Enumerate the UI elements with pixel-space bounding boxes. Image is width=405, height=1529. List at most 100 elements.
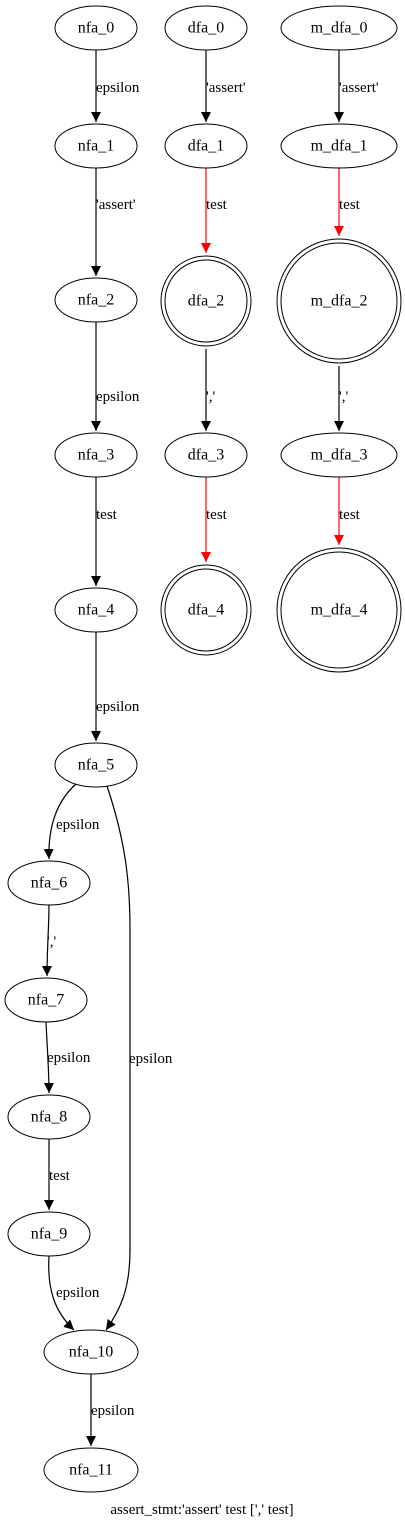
state-node-nfa-7: nfa_7: [4, 977, 88, 1023]
state-label: nfa_11: [69, 1462, 113, 1479]
state-label: nfa_5: [78, 757, 114, 774]
state-ellipse: [280, 5, 398, 51]
state-node-dfa-3: dfa_3: [164, 432, 248, 478]
state-node-dfa-2: dfa_2: [160, 255, 252, 347]
state-label: m_dfa_3: [311, 447, 368, 464]
state-ellipse: [43, 1329, 139, 1375]
state-node-nfa-9: nfa_9: [7, 1211, 91, 1257]
edge-nfa-6-to-nfa-7: [42, 904, 53, 977]
state-node-nfa-6: nfa_6: [7, 860, 91, 906]
state-node-nfa-5: nfa_5: [54, 742, 138, 788]
edge-nfa-5-to-nfa-10: [105, 785, 131, 1331]
state-ellipse: [276, 547, 402, 673]
state-node-m-dfa-4: m_dfa_4: [276, 547, 402, 673]
edges-layer: epsilon 'assert' epsilon test epsilon epsilon…: [42, 50, 379, 1446]
state-label: dfa_0: [188, 20, 224, 37]
edge-label: ',': [47, 934, 56, 950]
state-ellipse: [54, 432, 138, 478]
edge-label: epsilon: [96, 699, 140, 715]
edge-label: ',': [206, 389, 215, 405]
state-node-nfa-3: nfa_3: [54, 432, 138, 478]
state-label: dfa_1: [188, 138, 224, 155]
state-ellipse: [280, 432, 398, 478]
state-label: nfa_1: [78, 138, 114, 155]
state-label: nfa_2: [78, 292, 114, 309]
state-label: m_dfa_4: [311, 602, 368, 619]
accept-state-ring: [280, 242, 398, 360]
state-label: nfa_10: [69, 1344, 113, 1361]
edge-label: test: [339, 197, 361, 213]
state-node-dfa-4: dfa_4: [160, 564, 252, 656]
state-node-dfa-0: dfa_0: [164, 5, 248, 51]
state-label: dfa_4: [188, 602, 224, 619]
state-ellipse: [54, 277, 138, 323]
edge-label: 'assert': [206, 80, 246, 96]
state-ellipse: [276, 238, 402, 364]
edge-label: test: [49, 1168, 71, 1184]
state-ellipse: [280, 123, 398, 169]
state-node-m-dfa-3: m_dfa_3: [280, 432, 398, 478]
edge-label: 'assert': [339, 80, 379, 96]
state-ellipse: [164, 432, 248, 478]
state-node-nfa-11: nfa_11: [43, 1447, 139, 1493]
accept-state-ring: [164, 568, 248, 652]
edge-label: ',': [339, 389, 348, 405]
accept-state-ring: [164, 259, 248, 343]
state-label: m_dfa_0: [311, 20, 368, 37]
edge-label: test: [206, 507, 228, 523]
edge-label: test: [206, 197, 228, 213]
state-ellipse: [4, 977, 88, 1023]
state-node-m-dfa-1: m_dfa_1: [280, 123, 398, 169]
state-ellipse: [164, 123, 248, 169]
edge-label: 'assert': [96, 197, 136, 213]
state-ellipse: [160, 564, 252, 656]
state-label: dfa_3: [188, 447, 224, 464]
state-ellipse: [54, 5, 138, 51]
state-node-nfa-10: nfa_10: [43, 1329, 139, 1375]
state-ellipse: [164, 5, 248, 51]
state-label: nfa_4: [78, 602, 114, 619]
state-label: dfa_2: [188, 293, 224, 310]
state-label: m_dfa_1: [311, 138, 368, 155]
edge-label: epsilon: [56, 817, 100, 833]
state-node-nfa-4: nfa_4: [54, 587, 138, 633]
state-ellipse: [7, 1094, 91, 1140]
state-ellipse: [54, 587, 138, 633]
state-label: nfa_0: [78, 20, 114, 37]
nodes-layer: nfa_0 nfa_1 nfa_2 nfa_3 nfa_4 nfa_5 nfa_6 nfa_7…: [4, 5, 402, 1493]
edge-label: test: [339, 507, 361, 523]
state-node-nfa-8: nfa_8: [7, 1094, 91, 1140]
state-node-m-dfa-2: m_dfa_2: [276, 238, 402, 364]
state-label: nfa_3: [78, 447, 114, 464]
edge-label: epsilon: [91, 1403, 135, 1419]
state-node-m-dfa-0: m_dfa_0: [280, 5, 398, 51]
state-ellipse: [7, 1211, 91, 1257]
state-ellipse: [7, 860, 91, 906]
edge-nfa-7-to-nfa-8: [43, 1021, 54, 1094]
accept-state-ring: [280, 551, 398, 669]
state-node-dfa-1: dfa_1: [164, 123, 248, 169]
state-node-nfa-0: nfa_0: [54, 5, 138, 51]
state-ellipse: [160, 255, 252, 347]
edge-nfa-5-to-nfa-6: [43, 783, 77, 860]
state-label: m_dfa_2: [311, 293, 368, 310]
edge-label: epsilon: [96, 80, 140, 96]
edge-label: test: [96, 507, 118, 523]
graph-caption: assert_stmt:'assert' test [',' test]: [110, 1502, 293, 1518]
state-ellipse: [43, 1447, 139, 1493]
edge-label: epsilon: [56, 1285, 100, 1301]
state-node-nfa-2: nfa_2: [54, 277, 138, 323]
state-ellipse: [54, 742, 138, 788]
state-ellipse: [54, 123, 138, 169]
edge-label: epsilon: [47, 1050, 91, 1066]
state-label: nfa_7: [28, 992, 64, 1009]
edge-nfa-9-to-nfa-10: [48, 1255, 75, 1331]
state-label: nfa_6: [31, 875, 67, 892]
state-label: nfa_8: [31, 1109, 67, 1126]
state-label: nfa_9: [31, 1226, 67, 1243]
edge-label: epsilon: [129, 1051, 173, 1067]
edge-label: epsilon: [96, 389, 140, 405]
state-node-nfa-1: nfa_1: [54, 123, 138, 169]
